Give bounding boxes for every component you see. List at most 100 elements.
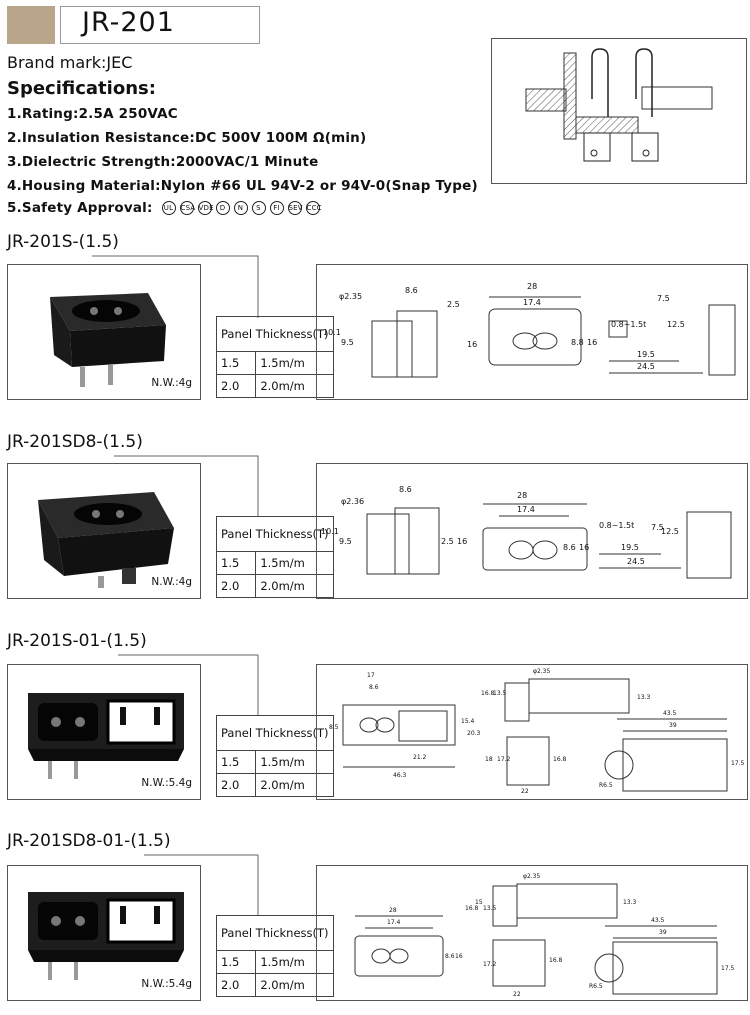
page-title: JR-201 <box>82 7 175 38</box>
dim-label: 8.6 <box>405 286 418 295</box>
dim-label: 24.5 <box>637 362 655 371</box>
ul-mark-icon: UL <box>161 201 176 215</box>
dim-label: 2.5 <box>441 537 454 546</box>
dim-label: 8.5 <box>329 724 339 731</box>
dim-label: 22 <box>521 788 529 795</box>
dim-label: 19.5 <box>621 543 639 552</box>
dim-label: 24.5 <box>627 557 645 566</box>
sev-mark-icon: SEV <box>287 201 303 215</box>
spec-insulation: 2.Insulation Resistance:DC 500V 100M Ω(m… <box>7 130 367 146</box>
section-title-jr201sd8: JR-201SD8-(1.5) <box>7 432 143 452</box>
product-photo-jr201sd801: N.W.:5.4g <box>7 865 201 1001</box>
dim-label: 13.3 <box>637 694 651 701</box>
dim-label: 43.5 <box>651 917 665 924</box>
dimension-drawing-jr201sd801: 28 17.4 φ2.35 16.8 15 13.5 13.3 8.6 16 1… <box>316 865 748 1001</box>
cross-section-svg <box>525 48 713 162</box>
ccc-mark-icon: CCC <box>305 201 322 215</box>
panel-thickness-header: Panel Thickness(T) <box>216 915 334 951</box>
dim-label: 43.5 <box>663 710 677 717</box>
net-weight: N.W.:4g <box>151 576 192 588</box>
brand-mark: Brand mark:JEC <box>7 53 133 72</box>
section-title-jr201s: JR-201S-(1.5) <box>7 232 119 252</box>
dim-label: 16.8 <box>465 905 479 912</box>
table-cell: 2.0m/m <box>255 973 334 997</box>
dim-label: 8.6 <box>563 543 576 552</box>
vde-mark-icon: VDE <box>197 201 214 215</box>
dim-label: 15 <box>475 899 483 906</box>
fimko-mark-icon: FI <box>269 201 284 215</box>
dim-label: 12.5 <box>667 320 685 329</box>
header-swatch <box>7 6 55 44</box>
dimension-drawing-jr201s01: 17 8.6 φ2.35 16.8 13.5 13.3 8.5 15.4 20.… <box>316 664 748 800</box>
dim-label: 19.5 <box>637 350 655 359</box>
dim-label: φ2.35 <box>533 668 551 675</box>
dim-label: 7.5 <box>651 523 664 532</box>
table-cell: 2.0 <box>215 374 257 398</box>
net-weight: N.W.:5.4g <box>141 777 192 789</box>
spec-dielectric: 3.Dielectric Strength:2000VAC/1 Minute <box>7 154 319 170</box>
dimension-svg: φ2.36 8.6 28 17.4 10.1 9.5 2.5 16 8.6 16… <box>321 485 732 579</box>
dim-label: φ2.35 <box>523 873 541 880</box>
dimension-svg: 17 8.6 φ2.35 16.8 13.5 13.3 8.5 15.4 20.… <box>329 668 745 795</box>
dim-label: 7.5 <box>657 294 670 303</box>
dim-label: 8.6 <box>445 953 455 960</box>
table-cell: 1.5m/m <box>255 351 334 375</box>
dim-label: φ2.35 <box>339 292 362 301</box>
cross-section-drawing <box>491 38 747 184</box>
nemko-mark-icon: N <box>233 201 248 215</box>
product-photo-jr201s01: N.W.:5.4g <box>7 664 201 800</box>
dim-label: R6.5 <box>599 782 613 789</box>
dim-label: 9.5 <box>339 537 352 546</box>
dim-label: 2.5 <box>447 300 460 309</box>
socket-image <box>38 492 174 588</box>
table-cell: 2.0m/m <box>255 374 334 398</box>
table-cell: 1.5 <box>215 351 257 375</box>
dim-label: 17.5 <box>721 965 735 972</box>
dimension-drawing-jr201sd8: φ2.36 8.6 28 17.4 10.1 9.5 2.5 16 8.6 16… <box>316 463 748 599</box>
semko-mark-icon: S <box>251 201 266 215</box>
section-title-jr201s01: JR-201S-01-(1.5) <box>7 631 147 651</box>
table-cell: 1.5m/m <box>255 750 334 774</box>
net-weight: N.W.:5.4g <box>141 978 192 990</box>
dim-label: 10.1 <box>321 527 339 536</box>
spec-approval-label: 5.Safety Approval: <box>7 200 153 216</box>
leader-line <box>114 455 259 516</box>
dimension-svg: φ2.35 8.6 2.5 28 17.4 7.5 10.1 9.5 16 8.… <box>323 282 736 378</box>
dim-label: 8.6 <box>369 684 379 691</box>
demko-mark-icon: D <box>215 201 230 215</box>
dim-label: 21.2 <box>413 754 427 761</box>
dim-label: 39 <box>659 929 667 936</box>
dim-label: 13.5 <box>483 905 497 912</box>
dim-label: 20.3 <box>467 730 481 737</box>
dim-label: 13.5 <box>493 690 507 697</box>
dim-label: 16.8 <box>553 756 567 763</box>
table-cell: 2.0 <box>215 574 257 598</box>
dim-label: 16 <box>587 338 597 347</box>
csa-mark-icon: CSA <box>179 201 195 215</box>
dim-label: 39 <box>669 722 677 729</box>
dim-label: 0.8~1.5t <box>599 521 634 530</box>
header-title-box <box>60 6 260 44</box>
dim-label: 17.4 <box>523 298 541 307</box>
table-cell: 1.5m/m <box>255 950 334 974</box>
panel-thickness-header: Panel Thickness(T) <box>216 316 334 352</box>
table-cell: 2.0 <box>215 773 257 797</box>
dim-label: 0.8~1.5t <box>611 320 646 329</box>
dim-label: 46.3 <box>393 772 407 779</box>
spec-approval: 5.Safety Approval: UL CSA VDE D N S FI S… <box>7 200 322 216</box>
dim-label: 16 <box>579 543 589 552</box>
product-photo-jr201sd8: N.W.:4g <box>7 463 201 599</box>
dim-label: 17.4 <box>387 919 401 926</box>
dim-label: 17.2 <box>497 756 511 763</box>
dim-label: 16 <box>455 953 463 960</box>
table-cell: 2.0 <box>215 973 257 997</box>
dimension-drawing-jr201s: φ2.35 8.6 2.5 28 17.4 7.5 10.1 9.5 16 8.… <box>316 264 748 400</box>
dim-label: R6.5 <box>589 983 603 990</box>
table-cell: 2.0m/m <box>255 574 334 598</box>
leader-line <box>118 654 259 715</box>
dim-label: φ2.36 <box>341 497 364 506</box>
dim-label: 18 <box>485 756 493 763</box>
